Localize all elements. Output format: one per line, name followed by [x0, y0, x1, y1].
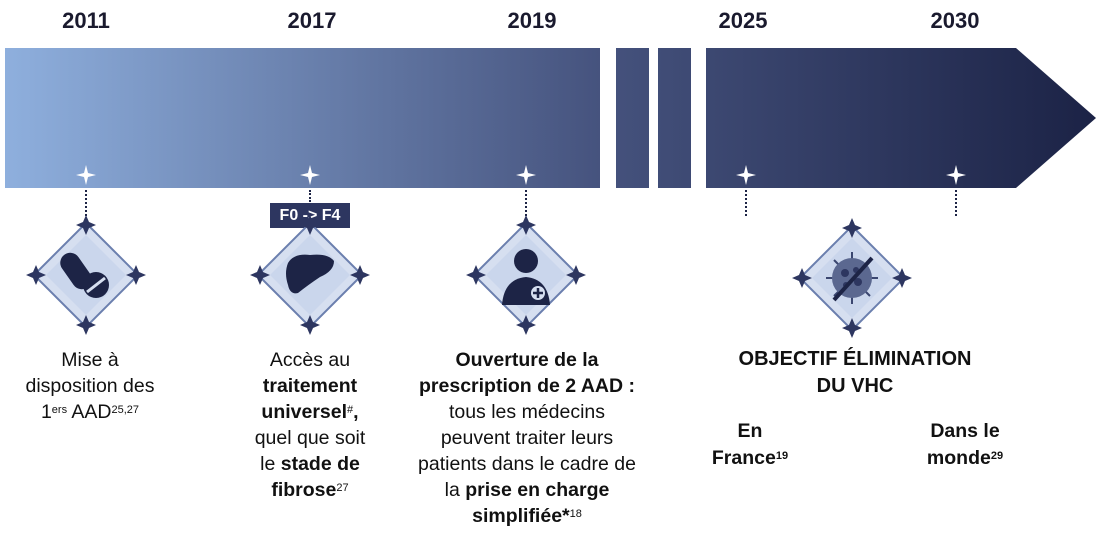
year-2030: 2030	[930, 8, 980, 33]
milestone-2011-text: Mise à disposition des 1ers AAD25,27	[0, 347, 185, 425]
timeline-arrow	[706, 48, 1096, 188]
objective-france-line1: En	[737, 420, 763, 442]
doctor-icon	[466, 215, 586, 335]
objective-france-ref: 19	[775, 450, 789, 462]
milestone-2017-universel: universel	[261, 401, 348, 423]
objective-world-ref: 29	[990, 450, 1004, 462]
connector-2011	[85, 190, 87, 220]
milestone-2019-prise-en-charge: prise en charge	[465, 479, 610, 501]
marker-2011	[76, 165, 96, 185]
milestone-2019-line2: prescription de 2 AAD :	[419, 375, 635, 397]
objective-title-line1: OBJECTIF ÉLIMINATION	[738, 348, 972, 370]
milestone-2019-line1: Ouverture de la	[455, 349, 599, 371]
milestone-2011-line3: 1ers AAD25,27	[0, 399, 185, 425]
timeline-bar	[5, 48, 1096, 188]
timeline-segment-main	[5, 48, 600, 188]
virus-icon	[792, 218, 912, 338]
objective-france-line2: France	[711, 447, 776, 469]
marker-2017	[300, 165, 320, 185]
milestone-2017-ref: 27	[336, 482, 349, 494]
objective-france: En France19	[690, 418, 810, 472]
milestone-2019-line4: peuvent traiter leurs	[440, 427, 614, 449]
timeline-segment-gap-2	[658, 48, 691, 188]
connector-2017	[309, 190, 311, 202]
milestone-2011-line1: Mise à	[61, 349, 119, 371]
milestone-2017-ref-hash: #	[347, 404, 354, 416]
liver-icon	[250, 215, 370, 335]
connector-2025	[745, 190, 747, 216]
milestone-2017-text: Accès au traitement universel#, quel que…	[210, 347, 410, 503]
marker-2030	[946, 165, 966, 185]
milestone-2017-line1: Accès au	[269, 349, 351, 371]
objective-title: OBJECTIF ÉLIMINATION DU VHC	[700, 346, 1010, 400]
milestone-2019-line3: tous les médecins	[448, 401, 606, 423]
milestone-2011-ordinal-suffix: ers	[51, 404, 68, 416]
marker-2025	[736, 165, 756, 185]
milestone-2019-simplifiee: simplifiée*	[472, 505, 570, 527]
year-2011: 2011	[62, 8, 110, 33]
milestone-2017-line4: quel que soit	[254, 427, 366, 449]
milestone-2019-line5: patients dans le cadre de	[418, 453, 636, 475]
connector-2030	[955, 190, 957, 216]
objective-world-line1: Dans le	[930, 420, 1000, 442]
milestone-2019-line6-pre: la	[444, 479, 466, 501]
year-2019: 2019	[507, 8, 557, 33]
milestone-2017-line2: traitement	[262, 375, 358, 397]
milestone-2011-ordinal: 1	[40, 401, 52, 423]
year-2017: 2017	[287, 8, 337, 33]
objective-world-line2: monde	[926, 447, 991, 469]
milestone-2017-fibrose: fibrose	[271, 479, 337, 501]
milestone-2019-ref: 18	[569, 508, 582, 520]
marker-2019	[516, 165, 536, 185]
objective-title-line2: DU VHC	[816, 375, 894, 397]
milestone-2011-ref: 25,27	[111, 404, 140, 416]
pills-icon	[26, 215, 146, 335]
milestone-2019-text: Ouverture de la prescription de 2 AAD : …	[392, 347, 662, 529]
milestone-2011-aad: AAD	[67, 401, 112, 423]
objective-world: Dans le monde29	[900, 418, 1030, 472]
timeline-segment-gap-1	[616, 48, 649, 188]
milestone-2011-line2: disposition des	[25, 375, 155, 397]
milestone-2017-line5-pre: le	[260, 453, 281, 475]
year-2025: 2025	[718, 8, 768, 33]
milestone-2017-comma: ,	[353, 401, 359, 423]
milestone-2017-stade: stade de	[280, 453, 360, 475]
connector-2019	[525, 190, 527, 220]
